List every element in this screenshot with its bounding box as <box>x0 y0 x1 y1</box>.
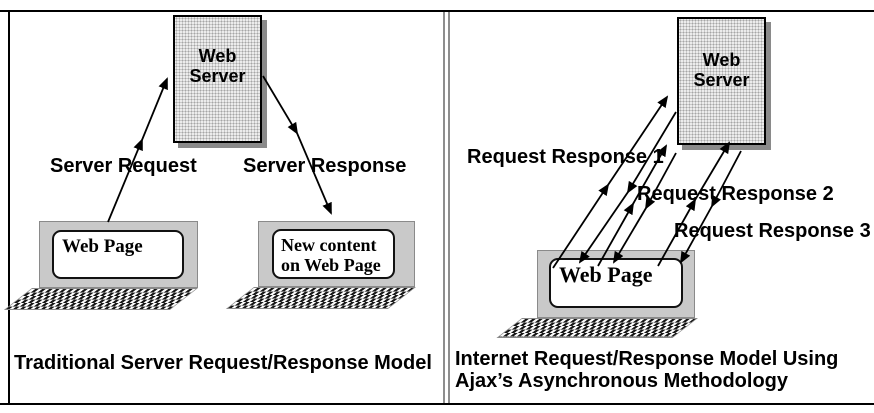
web-server-box-traditional: Web Server <box>173 15 262 143</box>
laptop-request-screen-text: Web Page <box>62 236 143 257</box>
request-response-3-label: Request Response 3 <box>674 220 871 242</box>
ajax-model-caption: Internet Request/Response Model Using Aj… <box>455 348 838 392</box>
request-response-2-label: Request Response 2 <box>637 183 834 205</box>
panel-divider-line-right <box>448 12 450 403</box>
frame-left-border <box>8 10 10 405</box>
server-response-arrow-upper <box>262 75 299 135</box>
server-response-label: Server Response <box>243 155 407 177</box>
laptop-ajax-screen: Web Page <box>549 258 683 308</box>
frame-bottom-border <box>0 403 874 405</box>
ajax-model-caption-line2: Ajax’s Asynchronous Methodology <box>455 370 788 392</box>
web-server-label-line1: Web <box>198 46 237 66</box>
ajax-model-caption-line1: Internet Request/Response Model Using <box>455 348 839 370</box>
traditional-model-caption: Traditional Server Request/Response Mode… <box>14 352 432 374</box>
web-server-box-ajax: Web Server <box>677 17 766 145</box>
request-response-1-label: Request Response 1 <box>467 146 664 168</box>
web-server-label-line2: Server <box>189 66 246 86</box>
laptop-response-screen-line2: on Web Page <box>281 255 381 275</box>
laptop-ajax-keyboard <box>496 318 698 338</box>
server-request-label: Server Request <box>50 155 197 177</box>
web-server-ajax-label-line2: Server <box>693 70 750 90</box>
panel-divider-line-left <box>443 12 445 403</box>
rr1-request-arrow-upper <box>607 95 669 186</box>
server-request-arrow-lower <box>107 138 143 223</box>
laptop-response-keyboard <box>225 287 416 309</box>
web-server-ajax-label-line1: Web <box>702 50 741 70</box>
laptop-request-keyboard <box>3 288 199 310</box>
laptop-request-screen: Web Page <box>52 230 184 279</box>
frame-top-border <box>0 10 874 12</box>
server-request-arrow-upper <box>141 77 168 141</box>
laptop-response-screen: New content on Web Page <box>272 229 395 279</box>
laptop-ajax-screen-text: Web Page <box>559 262 653 287</box>
laptop-response-screen-line1: New content <box>281 235 377 255</box>
